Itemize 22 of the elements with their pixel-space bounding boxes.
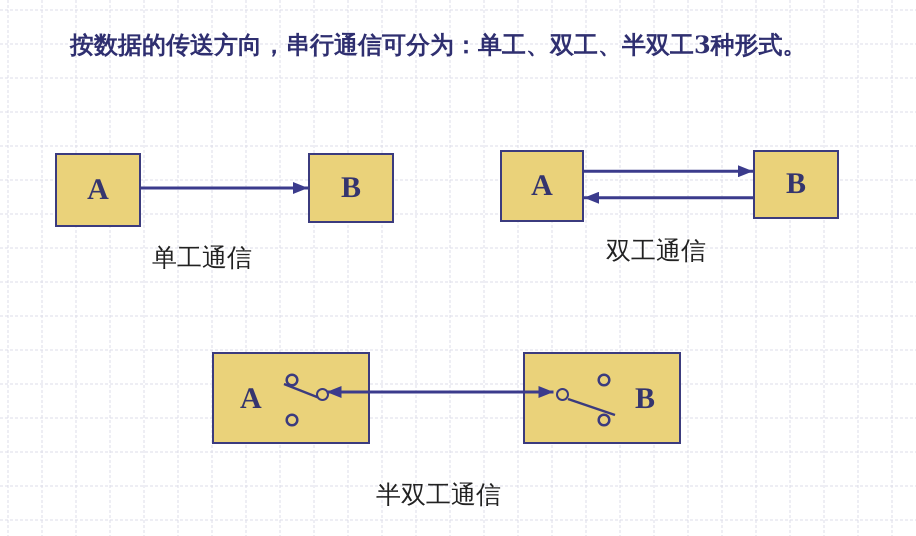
station-box — [753, 150, 839, 219]
station-box — [523, 352, 681, 444]
station-box — [55, 153, 141, 227]
arrow — [584, 165, 753, 178]
caption: 半双工通信 — [376, 480, 501, 510]
arrow — [141, 182, 308, 194]
caption: 双工通信 — [606, 236, 706, 266]
switch-pivot — [556, 388, 568, 400]
station-box — [308, 153, 394, 223]
arrow — [326, 386, 554, 398]
caption: 单工通信 — [152, 243, 252, 273]
station-letter: B — [340, 172, 362, 202]
station-letter: A — [240, 384, 262, 414]
station-letter: B — [635, 384, 656, 414]
arrow — [584, 192, 753, 204]
intro-paragraph: 按数据的传送方向，串行通信可分为：单工、双工、半双工3种形式。 — [68, 29, 808, 61]
station-letter: A — [530, 170, 554, 200]
station-letter: A — [86, 174, 110, 204]
station-box — [500, 150, 584, 222]
switch-pivot — [316, 388, 328, 400]
station-letter: B — [784, 169, 807, 199]
station-box — [212, 352, 370, 444]
